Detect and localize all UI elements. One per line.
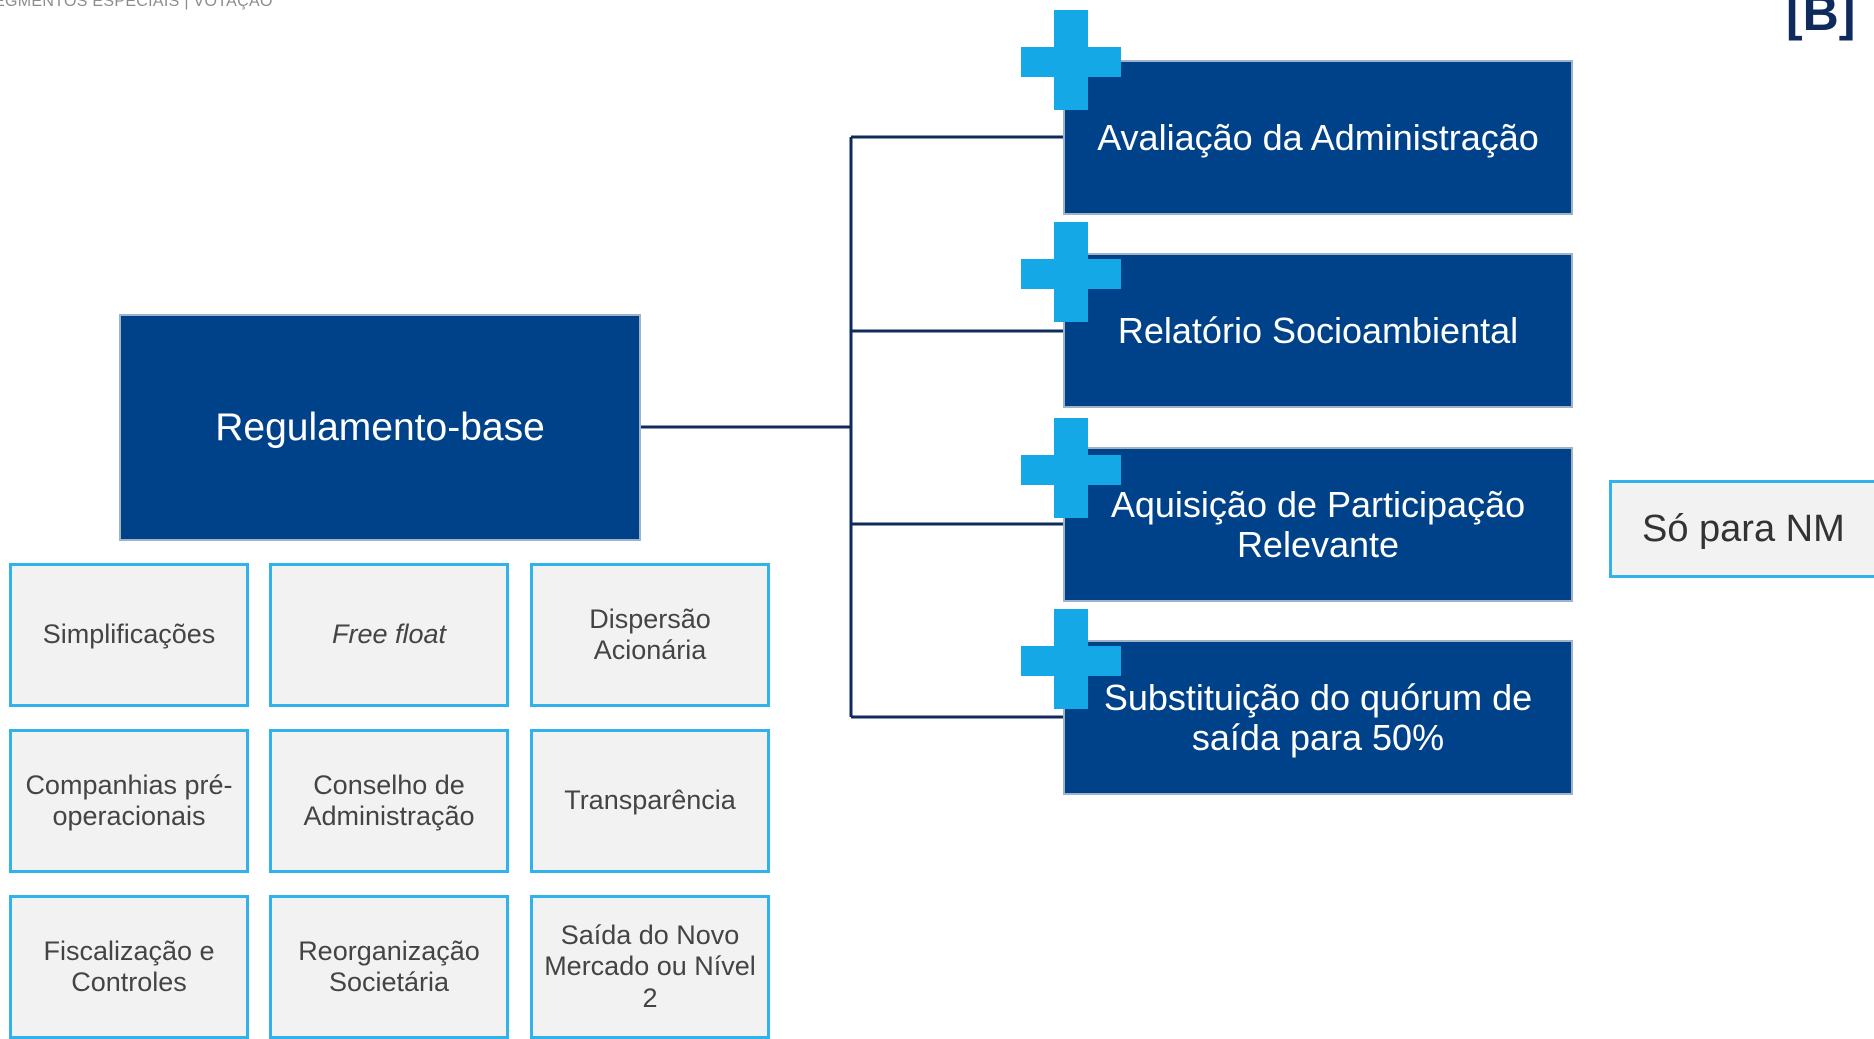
addition-box-quorum: Substituição do quórum de saída para 50% bbox=[1063, 640, 1573, 795]
topic-label: Transparência bbox=[564, 785, 736, 816]
plus-icon bbox=[1021, 10, 1121, 110]
topic-label: Free float bbox=[331, 619, 447, 650]
topic-label: Companhias pré-operacionais bbox=[25, 769, 233, 831]
addition-label: Aquisição de Participação Relevante bbox=[1110, 483, 1526, 565]
regulamento-base-box: Regulamento-base bbox=[119, 314, 641, 541]
topic-label: Fiscalização e Controles bbox=[43, 935, 215, 997]
only-nm-label: Só para NM bbox=[1642, 507, 1845, 550]
topic-box-saida: Saída do Novo Mercado ou Nível 2 bbox=[530, 895, 770, 1039]
topic-label: Simplificações bbox=[42, 619, 216, 650]
topic-label: Conselho de Administração bbox=[303, 769, 475, 831]
topic-label: Reorganização Societária bbox=[298, 935, 480, 997]
breadcrumb: EGMENTOS ESPECIAIS | VOTAÇÃO bbox=[0, 0, 273, 10]
b3-logo: [B] bbox=[1786, 0, 1856, 41]
addition-label: Relatório Socioambiental bbox=[1117, 309, 1519, 351]
topic-box-transparencia: Transparência bbox=[530, 729, 770, 873]
topic-box-fiscalizacao: Fiscalização e Controles bbox=[9, 895, 249, 1039]
addition-box-avaliacao: Avaliação da Administração bbox=[1063, 60, 1573, 215]
addition-label: Substituição do quórum de saída para 50% bbox=[1103, 676, 1533, 758]
regulamento-base-label: Regulamento-base bbox=[215, 405, 545, 449]
addition-box-relatorio: Relatório Socioambiental bbox=[1063, 253, 1573, 408]
topic-box-simplificacoes: Simplificações bbox=[9, 563, 249, 707]
addition-box-aquisicao: Aquisição de Participação Relevante bbox=[1063, 447, 1573, 602]
topic-label: Saída do Novo Mercado ou Nível 2 bbox=[544, 920, 756, 1013]
plus-icon bbox=[1021, 222, 1121, 322]
plus-icon bbox=[1021, 609, 1121, 709]
topic-box-reorganizacao: Reorganização Societária bbox=[269, 895, 509, 1039]
topic-box-free-float: Free float bbox=[269, 563, 509, 707]
topic-box-conselho: Conselho de Administração bbox=[269, 729, 509, 873]
plus-icon bbox=[1021, 418, 1121, 518]
topic-box-companhias: Companhias pré-operacionais bbox=[9, 729, 249, 873]
topic-label: Dispersão Acionária bbox=[589, 603, 711, 665]
topic-box-dispersao: Dispersão Acionária bbox=[530, 563, 770, 707]
addition-label: Avaliação da Administração bbox=[1097, 116, 1539, 158]
only-nm-note: Só para NM bbox=[1609, 480, 1874, 578]
